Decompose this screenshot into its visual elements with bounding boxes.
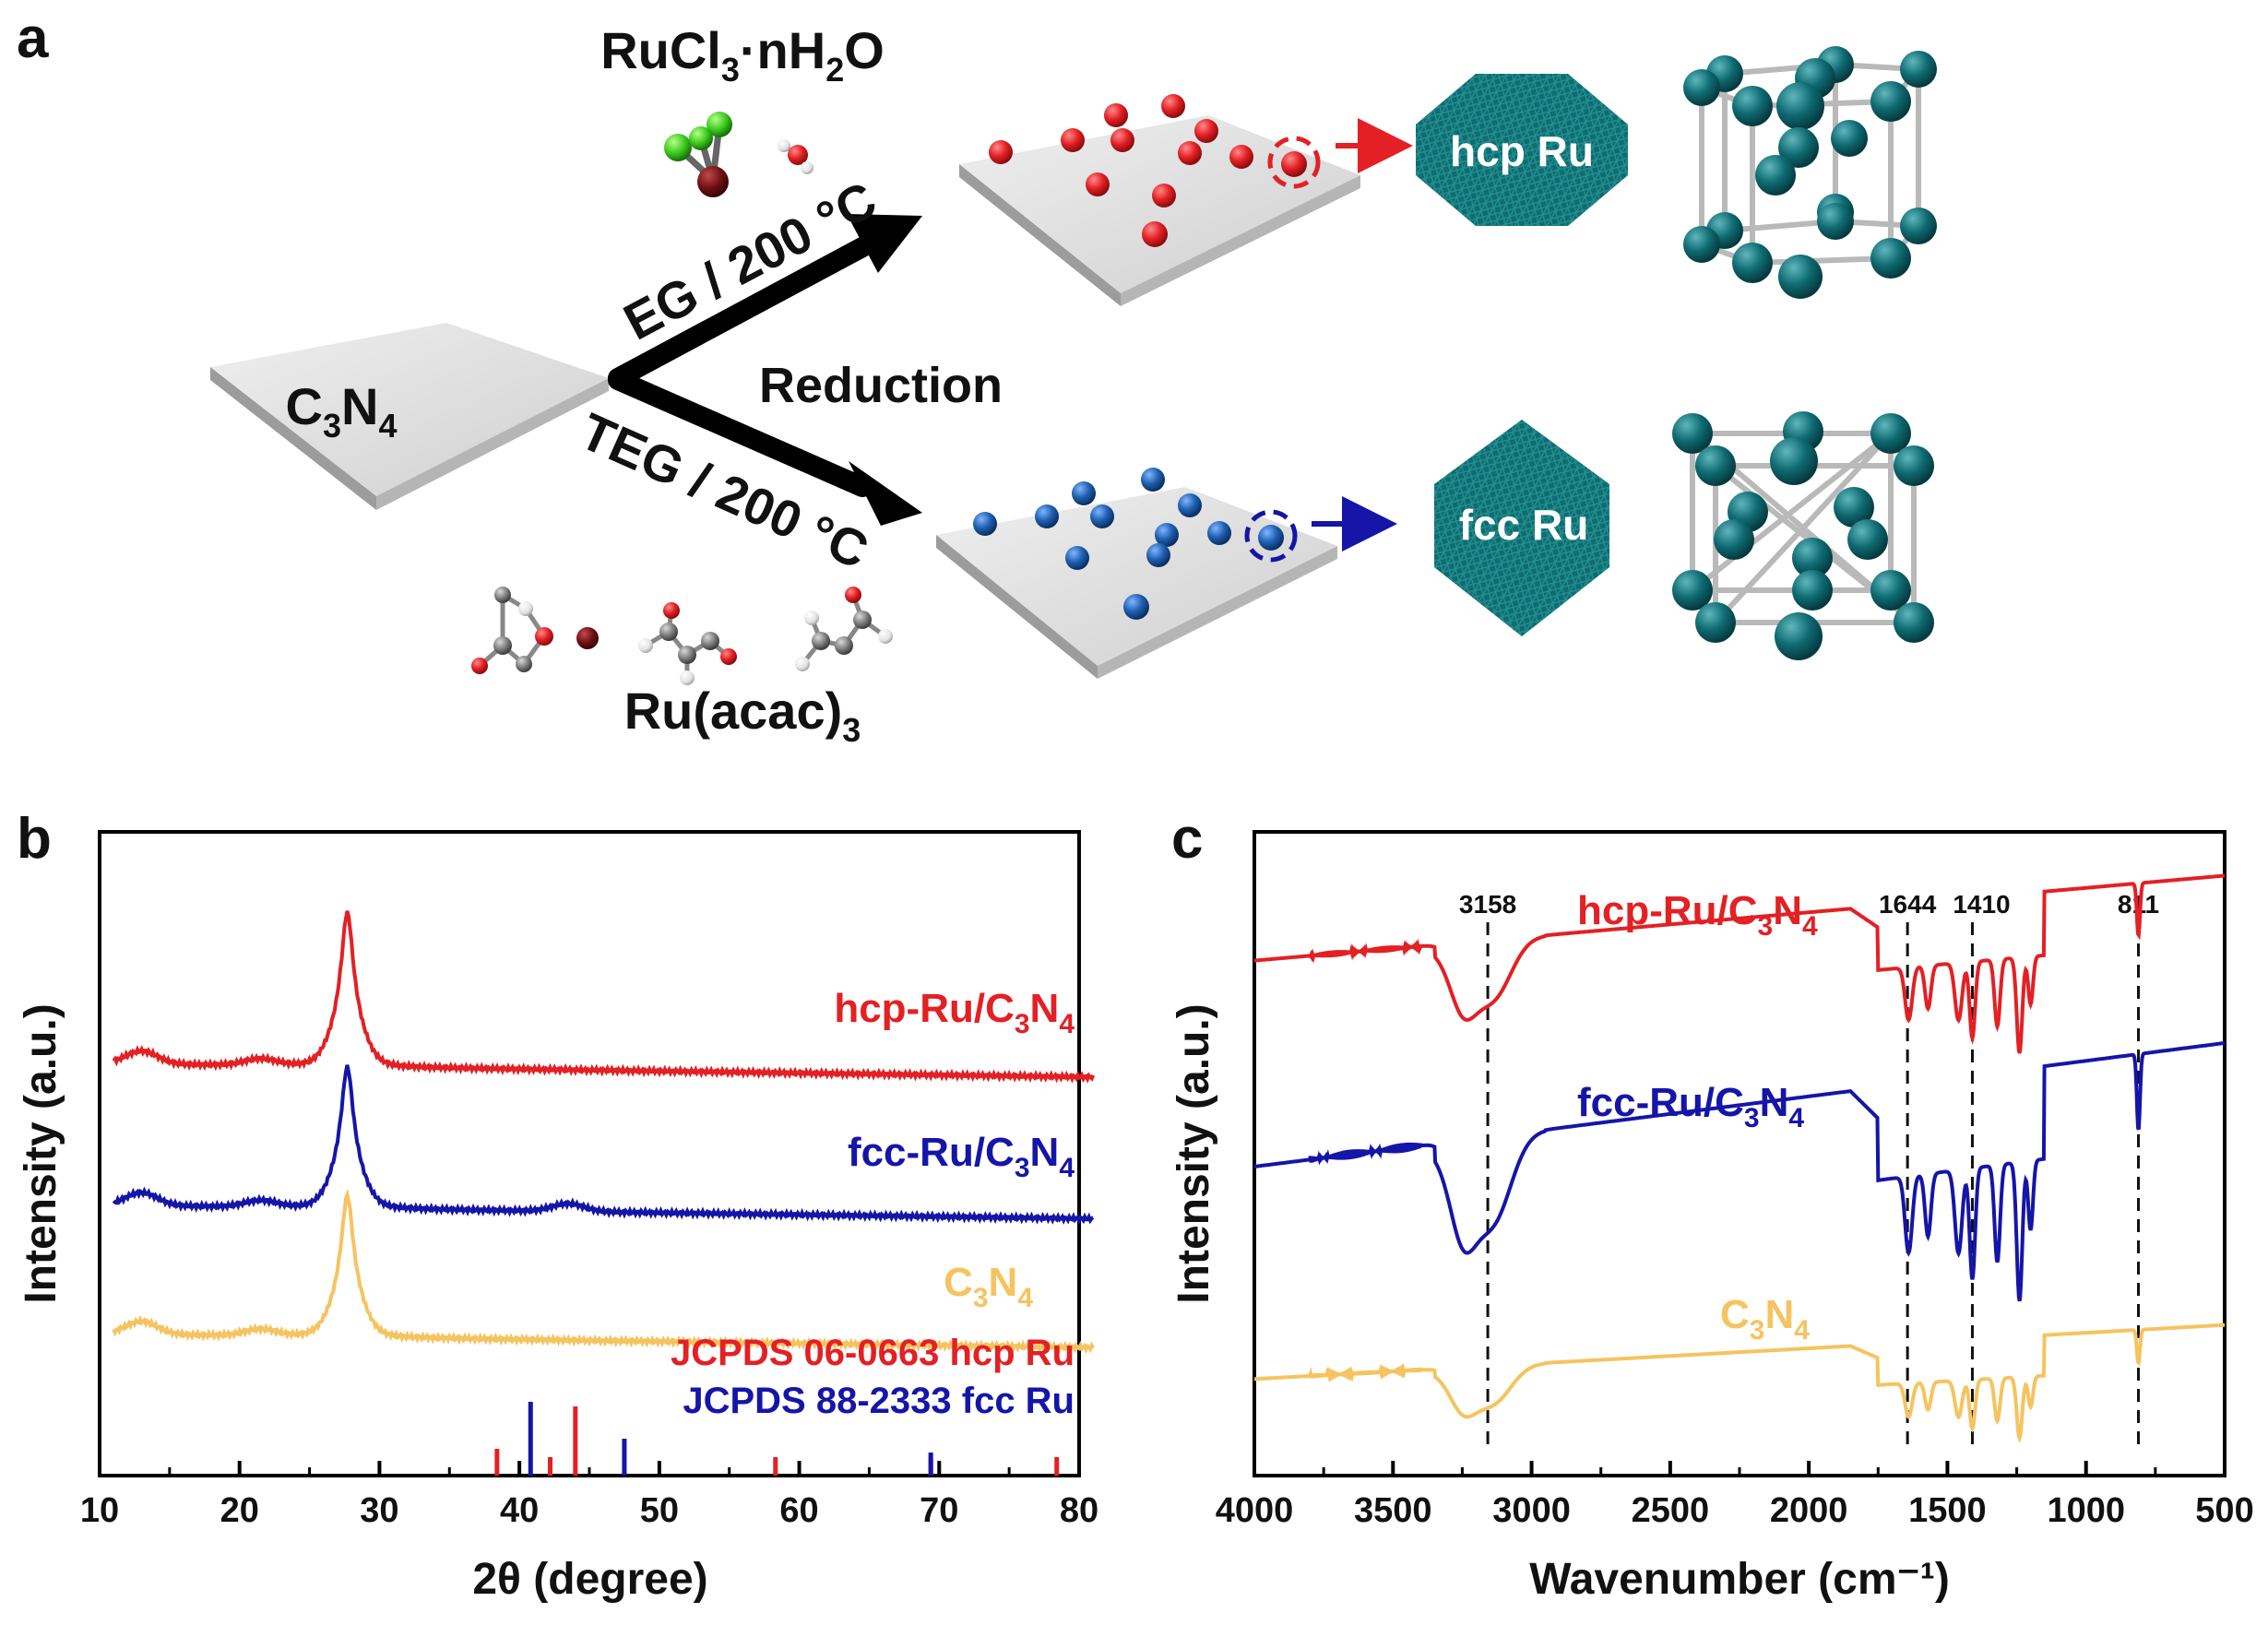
ftir-series-label-1: fcc-Ru/C3N4 [1577, 1080, 1804, 1133]
x-tick-label-4000: 4000 [1216, 1491, 1294, 1530]
panel-b-reference-lines: JCPDS 06-0663 hcp Ru JCPDS 88-2333 fcc Ru [494, 1333, 1075, 1476]
ftir-series-label-2: C3N4 [1720, 1292, 1810, 1346]
peak-marker-label-1644: 1644 [1879, 890, 1937, 919]
fcc-ru-particles [973, 468, 1284, 620]
x-tick-label-30: 30 [360, 1491, 398, 1530]
panel-c-x-axis-label: Wavenumber (cm⁻¹) [1529, 1555, 1950, 1604]
x-tick-label-500: 500 [2195, 1491, 2253, 1530]
xrd-series-label-0: hcp-Ru/C3N4 [834, 986, 1075, 1039]
panel-b-x-axis-label: 2θ (degree) [472, 1555, 707, 1604]
ftir-series-line-0 [1253, 873, 2225, 1054]
ftir-series-line-1 [1253, 1040, 2226, 1302]
panel-c-label: c [1171, 807, 1203, 871]
xrd-series-label-2: C3N4 [944, 1260, 1033, 1313]
precursor-bottom-label: Ru(acac)3 [624, 682, 861, 749]
fcc-ru-on-c3n4-slab [936, 468, 1337, 679]
x-tick-label-1000: 1000 [2047, 1491, 2125, 1530]
reference-label-0: JCPDS 06-0663 hcp Ru [671, 1333, 1075, 1373]
reduction-label: Reduction [759, 358, 1003, 413]
xrd-series-line-2 [112, 1188, 1095, 1355]
x-tick-label-3000: 3000 [1492, 1491, 1571, 1530]
panel-a-label: a [17, 6, 49, 70]
precursor-top-label: RuCl3·nH2O [600, 21, 885, 89]
ruacac3-molecule-icon [471, 587, 893, 685]
x-tick-label-2000: 2000 [1770, 1491, 1848, 1530]
panel-c-series [1253, 873, 2226, 1443]
x-tick-label-50: 50 [640, 1491, 679, 1530]
panel-b-y-axis-label: Intensity (a.u.) [17, 1003, 65, 1303]
hcp-ru-on-c3n4-slab [959, 94, 1360, 306]
panel-c-x-axis: 4000 3500 3000 2500 2000 1500 1000 500 [1216, 1461, 2254, 1530]
fcc-ru-nanoparticle: fcc Ru [1434, 420, 1609, 636]
x-tick-label-10: 10 [80, 1491, 119, 1530]
hcp-ru-nanoparticle: hcp Ru [1416, 74, 1628, 226]
hcp-ru-nanoparticle-label: hcp Ru [1450, 127, 1594, 175]
hcp-ru-particles [989, 94, 1307, 247]
route-arrow-top [608, 214, 922, 388]
hcp-highlight-circle [1267, 136, 1321, 189]
x-tick-label-70: 70 [920, 1491, 958, 1530]
x-tick-label-60: 60 [779, 1491, 818, 1530]
reference-label-1: JCPDS 88-2333 fcc Ru [683, 1381, 1075, 1421]
c3n4-support-slab: C3N4 [210, 323, 609, 510]
peak-marker-label-1410: 1410 [1953, 890, 2010, 919]
xrd-series-line-0 [112, 910, 1096, 1084]
panel-c-y-axis-label: Intensity (a.u.) [1170, 1003, 1218, 1303]
fcc-ru-nanoparticle-label: fcc Ru [1459, 501, 1589, 549]
panel-b-x-axis: 10 20 30 40 50 60 70 80 [80, 1461, 1098, 1530]
x-tick-label-3500: 3500 [1354, 1491, 1432, 1530]
panel-b-series [112, 910, 1096, 1355]
fcc-lattice-icon [1672, 411, 1934, 660]
panel-b-label: b [17, 807, 52, 871]
rucl3-molecule-icon [664, 112, 732, 197]
hcp-lattice-icon [1683, 46, 1937, 299]
xrd-series-label-1: fcc-Ru/C3N4 [848, 1130, 1075, 1183]
water-molecule-icon [778, 139, 813, 174]
x-tick-label-1500: 1500 [1908, 1491, 1987, 1530]
fcc-highlight-circle [1244, 509, 1298, 563]
route-arrow-bottom [608, 370, 922, 526]
x-tick-label-20: 20 [220, 1491, 259, 1530]
ftir-series-line-2 [1254, 1323, 2225, 1443]
panel-c-ftir-chart: c 4000 3500 3000 2500 2000 1500 1000 500 3158 16… [1170, 807, 2254, 1604]
ftir-series-label-0: hcp-Ru/C3N4 [1577, 888, 1818, 942]
xrd-series-line-1 [112, 1064, 1095, 1226]
x-tick-label-2500: 2500 [1632, 1491, 1710, 1530]
x-tick-label-40: 40 [500, 1491, 539, 1530]
peak-marker-label-3158: 3158 [1459, 890, 1516, 919]
panel-a: a C3N4 EG / 200 °C TEG / 200 °C Reductio… [17, 6, 1937, 749]
c3n4-support-label: C3N4 [286, 377, 398, 445]
x-tick-label-80: 80 [1060, 1491, 1098, 1530]
